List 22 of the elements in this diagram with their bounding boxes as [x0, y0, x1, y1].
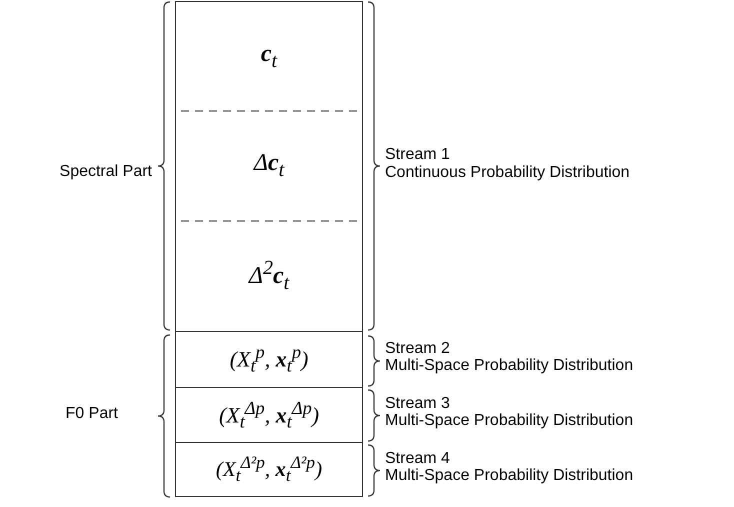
- group-label: F0 Part: [66, 405, 118, 423]
- stream-label: Stream 1: [385, 146, 450, 164]
- vector-cell: [175, 1, 363, 112]
- math-formula: (X$_{t}$$^{p}$, x$_{t}$$^{p}$): [230, 342, 308, 377]
- group-label: Spectral Part: [60, 163, 152, 181]
- vector-cell: [175, 221, 363, 332]
- math-formula: (X$_{t}$$^{Δ²p}$, x$_{t}$$^{Δ²p}$): [216, 452, 322, 487]
- vector-cell: [175, 111, 363, 221]
- stream-label: Multi-Space Probability Distribution: [385, 357, 634, 375]
- stream-label: Stream 3: [385, 395, 450, 413]
- math-formula: Δ$^{2}$c$_{t}$: [248, 257, 290, 295]
- vector-cell: [175, 443, 363, 497]
- stream-label: Multi-Space Probability Distribution: [385, 412, 634, 430]
- vector-cell: [175, 388, 363, 443]
- stream-label: Multi-Space Probability Distribution: [385, 467, 634, 485]
- vector-cell: [175, 332, 363, 388]
- stream-label: Stream 4: [385, 450, 450, 468]
- math-formula: c$_{t}$: [260, 41, 278, 73]
- math-formula: (X$_{t}$$^{Δp}$, x$_{t}$$^{Δp}$): [218, 398, 320, 432]
- stream-label: Continuous Probability Distribution: [385, 164, 630, 182]
- stream-label: Stream 2: [385, 340, 450, 358]
- math-formula: Δc$_{t}$: [254, 150, 284, 182]
